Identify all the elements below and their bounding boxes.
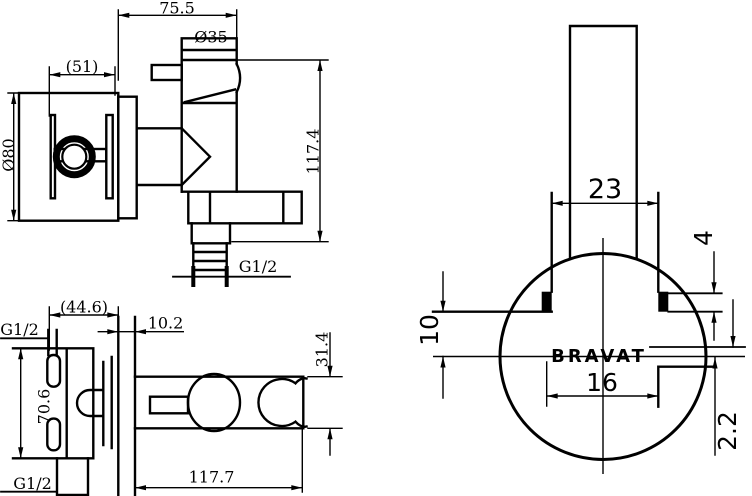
- slot-walls: [550, 191, 660, 293]
- dim-label-inlet-spacing: 70.6: [35, 389, 54, 425]
- retainer-left: [541, 291, 552, 312]
- dim-label-floor-to-center: 10: [415, 314, 444, 346]
- union-capsule-bottom: [46, 417, 62, 452]
- callout-bottom-inlet: G1/2: [0, 474, 58, 493]
- dim-handle-width: (51): [48, 57, 116, 117]
- dim-label-plate-thickness: 10.2: [148, 314, 184, 333]
- handle-hub-ring: [52, 135, 96, 179]
- inner-step-corner: [657, 365, 717, 408]
- outlet-block: [180, 190, 303, 225]
- dim-lip-thickness: 4: [689, 230, 718, 341]
- dim-inner-width: 16: [546, 361, 659, 407]
- label-outlet-thread: G1/2: [239, 257, 278, 276]
- dim-body-length: 117.7: [134, 429, 303, 493]
- handle-and-body-outline: [180, 37, 238, 193]
- dim-label-slot-width: 23: [588, 174, 622, 205]
- label-bottom-inlet-thread: G1/2: [13, 474, 52, 493]
- dim-plate-depth: (44.6): [48, 298, 119, 351]
- dim-label-inner-width: 16: [586, 368, 618, 397]
- dim-label-slit-height: 2.2: [713, 411, 742, 451]
- bonnet-lines: [102, 355, 113, 450]
- center-lines: [433, 238, 745, 474]
- flange-circle: [498, 252, 708, 461]
- flange-detail-view: BRAVAT 23 4 10 16: [415, 24, 746, 474]
- dim-total-height: 117.4: [231, 59, 329, 243]
- inlet-stub-bottom: [55, 457, 90, 496]
- inlet-stub-top: [47, 328, 58, 357]
- lever-bulge: [235, 62, 242, 94]
- dim-inlet-spacing: 70.6: [18, 347, 54, 459]
- dim-label-body-length: 117.7: [189, 468, 235, 487]
- dim-slot-width: 23: [551, 174, 659, 206]
- label-top-inlet-thread: G1/2: [0, 320, 39, 339]
- dim-label-total-height: 117.4: [304, 129, 323, 175]
- dim-label-body-height: 31.4: [313, 332, 332, 368]
- handle-hub-inner: [61, 143, 88, 170]
- knob-stem: [148, 395, 190, 415]
- dim-depth: 75.5: [117, 0, 238, 81]
- mounting-arm: [135, 127, 183, 187]
- callout-outlet-thread: G1/2: [172, 257, 291, 287]
- shower-cradle: [257, 377, 308, 428]
- dim-floor-to-center: 10: [415, 271, 446, 399]
- dim-label-plate-depth: (44.6): [60, 298, 108, 317]
- top-view: (44.6) 10.2 G1/2 70.6 G1/2: [0, 298, 343, 496]
- dim-slit-height: 2.2: [712, 299, 742, 456]
- body-bar: [133, 375, 305, 430]
- outlet-neck: [190, 222, 232, 245]
- brand-logo-text: BRAVAT: [551, 346, 647, 367]
- front-view: Ø80 (51): [0, 57, 138, 222]
- lever-diagonal: [183, 88, 237, 104]
- union-capsule-top: [46, 353, 62, 388]
- dim-label-depth: 75.5: [159, 0, 195, 18]
- wall-plate-side: [117, 95, 138, 220]
- dim-plate-thickness: 10.2: [97, 314, 184, 335]
- dim-label-handle-diameter: Ø35: [194, 28, 227, 47]
- slide-bar-pipe: [568, 24, 638, 260]
- dim-label-handle-width: (51): [66, 57, 99, 76]
- side-view: 75.5 Ø35 117.4 G1/2: [117, 0, 329, 287]
- lip-lines-right: [667, 292, 723, 313]
- plate-edge-lines: [117, 315, 137, 496]
- diverter-knob: [186, 372, 242, 433]
- dim-label-plate-diameter: Ø80: [0, 138, 18, 171]
- handle-profile-bump: [75, 388, 105, 418]
- callout-top-inlet: G1/2: [0, 320, 49, 340]
- valve-box: [11, 347, 95, 460]
- lever-tab: [150, 63, 183, 82]
- dim-plate-diameter: Ø80: [0, 92, 20, 222]
- threaded-nipple: [192, 242, 228, 278]
- cone-joint: [180, 126, 212, 187]
- dim-body-height: 31.4: [307, 332, 343, 456]
- dim-label-lip-thickness: 4: [689, 230, 718, 246]
- retainer-right: [658, 291, 669, 312]
